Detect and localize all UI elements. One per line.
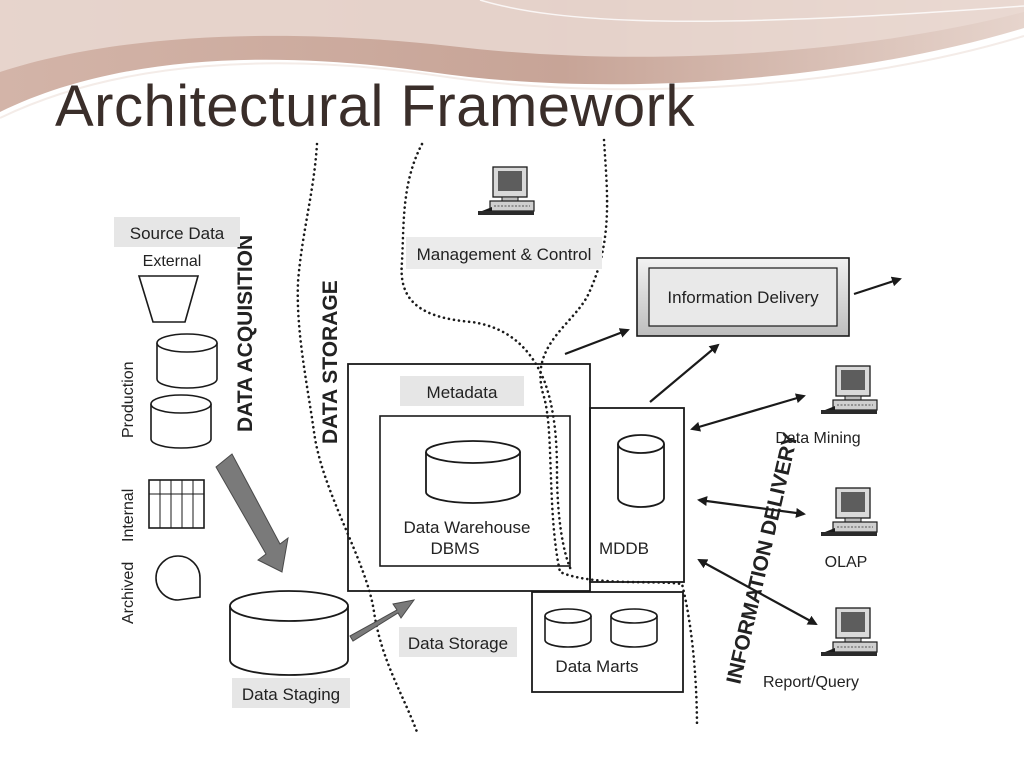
- olap-arrow: [697, 496, 806, 518]
- mddb-db-icon: [617, 434, 665, 508]
- warehouse-label-line2: DBMS: [430, 539, 479, 558]
- report-query-computer-icon: [820, 607, 878, 657]
- metadata-label: Metadata: [427, 383, 498, 402]
- management-computer-icon: [477, 166, 535, 216]
- management-label: Management & Control: [417, 245, 592, 264]
- data-storage-label: Data Storage: [408, 634, 508, 653]
- internal-source-icon: [148, 479, 205, 529]
- zone-label-information-delivery: INFORMATION DELIVERY: [722, 431, 802, 686]
- delivery-output-arrow: [853, 276, 902, 296]
- olap-label: OLAP: [825, 554, 868, 571]
- load-arrow: [349, 599, 416, 642]
- architecture-diagram: DATA ACQUISITION DATA STORAGE INFORMATIO…: [114, 138, 902, 734]
- mddb-label: MDDB: [599, 539, 649, 558]
- storage-boundary-left: [400, 142, 574, 574]
- mddb-box: [589, 407, 685, 583]
- zone-label-data-storage: DATA STORAGE: [319, 280, 342, 444]
- title-banner: [0, 0, 1024, 119]
- data-staging-label-box: [232, 678, 350, 708]
- internal-label: Internal: [120, 489, 137, 542]
- data-mining-label: Data Mining: [775, 430, 860, 447]
- warehouse-box: [379, 415, 571, 567]
- archived-label: Archived: [120, 562, 137, 624]
- data-marts-db-icons: [544, 608, 658, 648]
- production-db-icon: [150, 333, 218, 449]
- data-mining-computer-icon: [820, 365, 878, 415]
- source-data-heading: Source Data: [130, 224, 225, 243]
- archived-source-icon: [155, 555, 201, 601]
- data-storage-label-box: [399, 627, 517, 657]
- report-query-arrow: [697, 559, 818, 625]
- report-query-label: Report/Query: [763, 674, 859, 691]
- olap-computer-icon: [820, 487, 878, 537]
- source-data-label-box: [114, 217, 240, 247]
- metadata-label-box: [400, 376, 524, 406]
- data-marts-label: Data Marts: [555, 657, 638, 676]
- mddb-to-delivery-arrow: [649, 343, 720, 403]
- zone-label-data-acquisition: DATA ACQUISITION: [234, 235, 257, 432]
- management-label-box: [406, 237, 602, 269]
- slide-title: Architectural Framework: [55, 74, 695, 139]
- external-source-icon: [137, 275, 200, 323]
- production-label: Production: [120, 362, 137, 439]
- warehouse-db-icon: [425, 440, 521, 504]
- extract-arrow: [215, 453, 289, 573]
- warehouse-label-line1: Data Warehouse: [404, 518, 531, 537]
- external-label: External: [143, 253, 202, 270]
- staging-db-icon: [229, 590, 349, 676]
- data-staging-label: Data Staging: [242, 685, 340, 704]
- information-delivery-label: Information Delivery: [667, 288, 819, 307]
- storage-boundary-right: [539, 138, 699, 729]
- acquisition-boundary: [296, 142, 419, 734]
- metadata-to-delivery-arrow: [564, 328, 630, 356]
- data-marts-box: [531, 591, 684, 693]
- data-mining-arrow: [690, 393, 806, 432]
